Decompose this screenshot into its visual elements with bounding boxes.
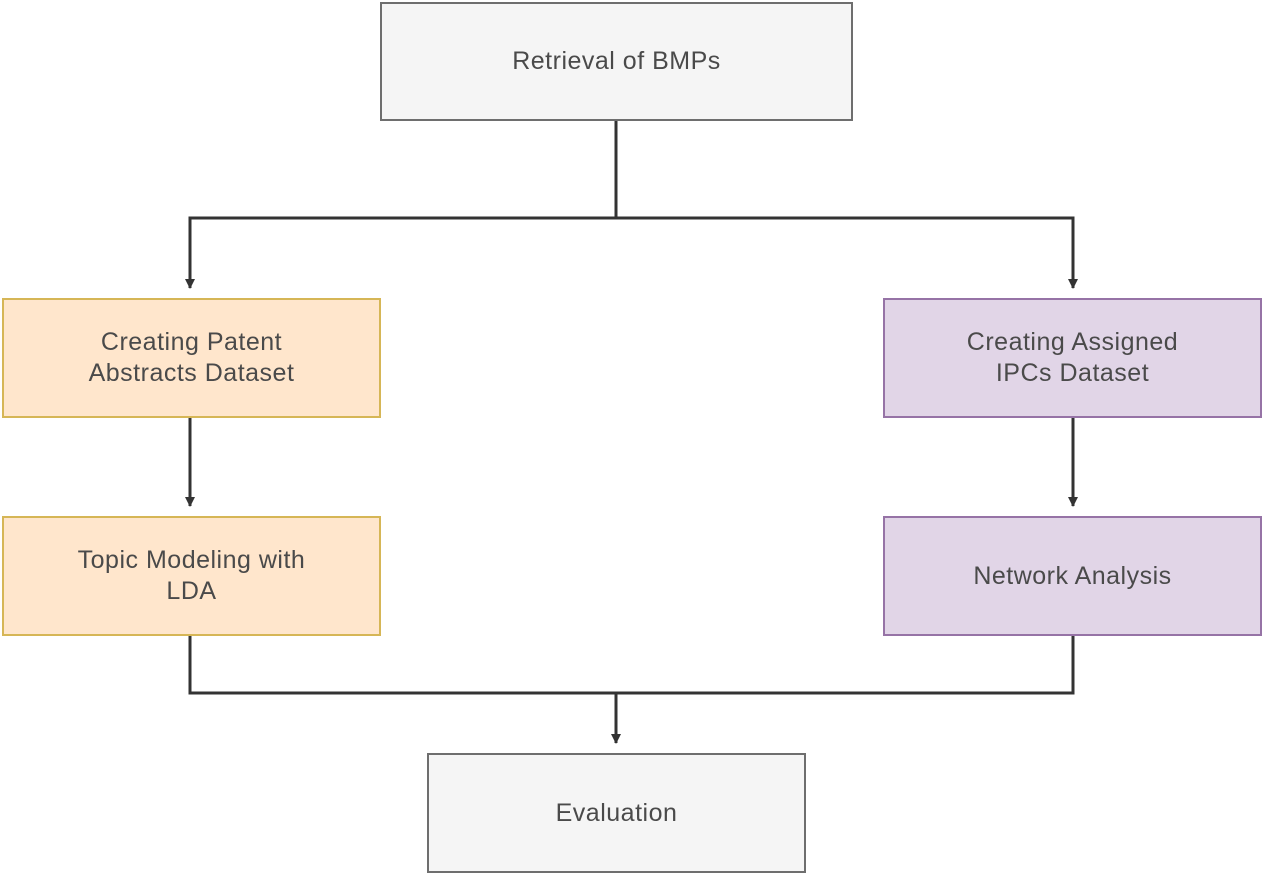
- edge-network-to-merge: [616, 636, 1075, 695]
- edge-retrieval-to-ipcs: [616, 216, 1078, 289]
- node-network-analysis: Network Analysis: [883, 516, 1262, 636]
- node-creating-patent-abstracts-dataset: Creating Patent Abstracts Dataset: [2, 298, 381, 418]
- node-topic-modeling-with-lda: Topic Modeling with LDA: [2, 516, 381, 636]
- node-creating-assigned-ipcs-dataset: Creating Assigned IPCs Dataset: [883, 298, 1262, 418]
- node-retrieval-of-bmps: Retrieval of BMPs: [380, 2, 853, 121]
- edge-lda-to-merge: [188, 636, 616, 695]
- node-evaluation: Evaluation: [427, 753, 806, 873]
- edge-retrieval-to-abstracts: [185, 216, 616, 289]
